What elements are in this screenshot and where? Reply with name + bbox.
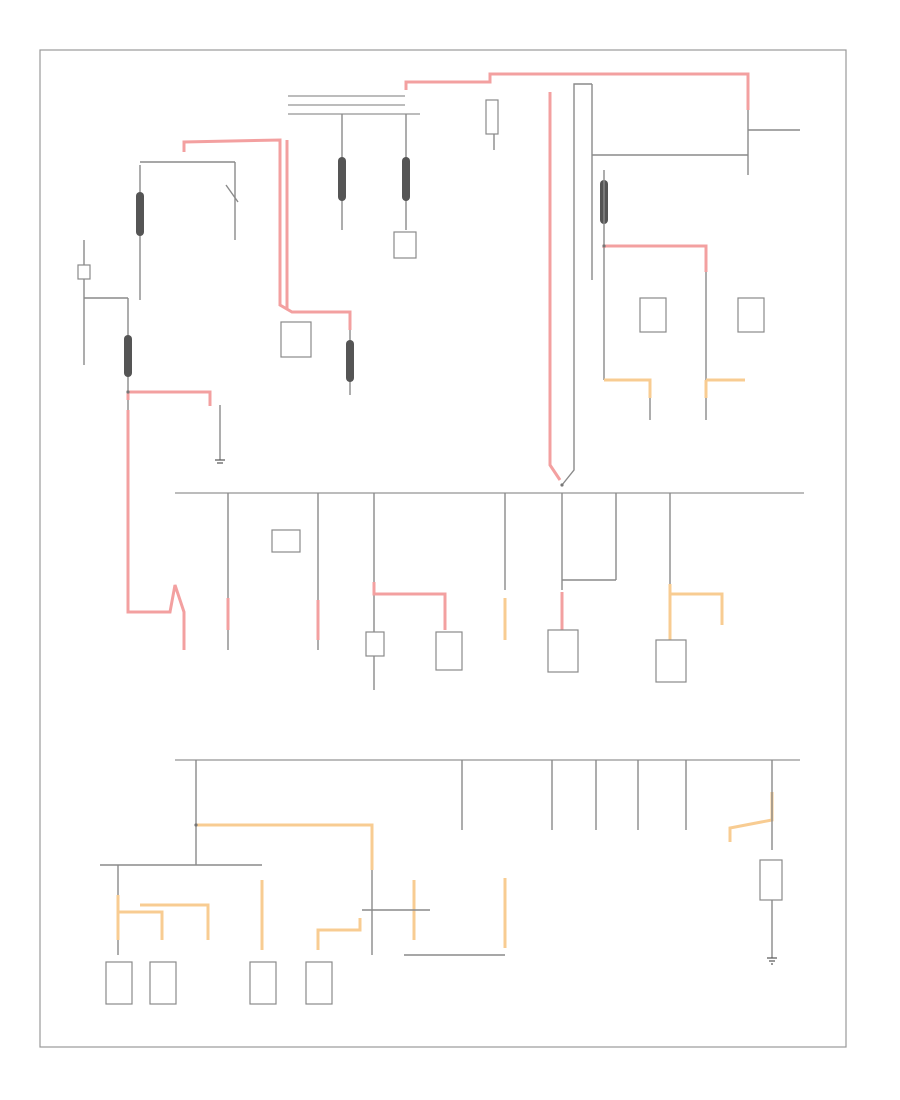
- component-box-icon: [365, 631, 385, 657]
- component-box-icon: [271, 529, 301, 553]
- orange-bottom-1: [196, 823, 374, 870]
- fuse-icon: [136, 192, 144, 236]
- component-box-icon: [77, 264, 91, 280]
- bottom-section: [100, 244, 800, 1005]
- component-box-icon: [655, 639, 687, 683]
- red-right-branch: [602, 244, 708, 272]
- red-mid-3: [372, 582, 447, 630]
- ground-icon: [215, 459, 225, 464]
- middle-section: [175, 492, 804, 690]
- component-box-icon: [639, 297, 667, 333]
- fuse-icon: [338, 157, 346, 201]
- fuse-icon: [124, 335, 132, 377]
- fuse-icon: [402, 157, 410, 201]
- component-box-icon: [737, 297, 765, 333]
- splice-dot-icon: [602, 244, 606, 248]
- red-feed-wire: [182, 138, 352, 330]
- red-main-down: [548, 92, 562, 481]
- component-box-icon: [105, 961, 133, 1005]
- component-box-icon: [149, 961, 177, 1005]
- orange-right-1: [604, 378, 652, 398]
- component-box-icon: [305, 961, 333, 1005]
- component-box-icon: [547, 629, 579, 673]
- orange-mid-2: [668, 584, 724, 640]
- component-box-icon: [280, 321, 312, 358]
- red-left-down: [126, 410, 186, 650]
- fuse-icon: [346, 340, 354, 382]
- ground-icon: [767, 957, 777, 965]
- orange-bottom-7: [728, 792, 774, 842]
- orange-bottom-2: [116, 895, 210, 940]
- splice-dot-icon: [560, 483, 564, 487]
- component-box-icon: [249, 961, 277, 1005]
- component-box-icon: [435, 631, 463, 671]
- red-left-branch: [126, 390, 212, 406]
- component-box-icon: [393, 231, 417, 259]
- splice-dot-icon: [194, 823, 198, 827]
- red-top-wire: [404, 72, 750, 110]
- orange-bottom-4: [316, 918, 362, 950]
- component-box-icon: [759, 859, 783, 901]
- relay-box: [485, 99, 499, 135]
- orange-right-2: [704, 378, 745, 398]
- black-main-down: [561, 83, 592, 486]
- top-section: [77, 72, 800, 650]
- splice-dot-icon: [126, 390, 130, 394]
- diagram-frame: [39, 49, 847, 1048]
- switch-icon: [225, 184, 239, 203]
